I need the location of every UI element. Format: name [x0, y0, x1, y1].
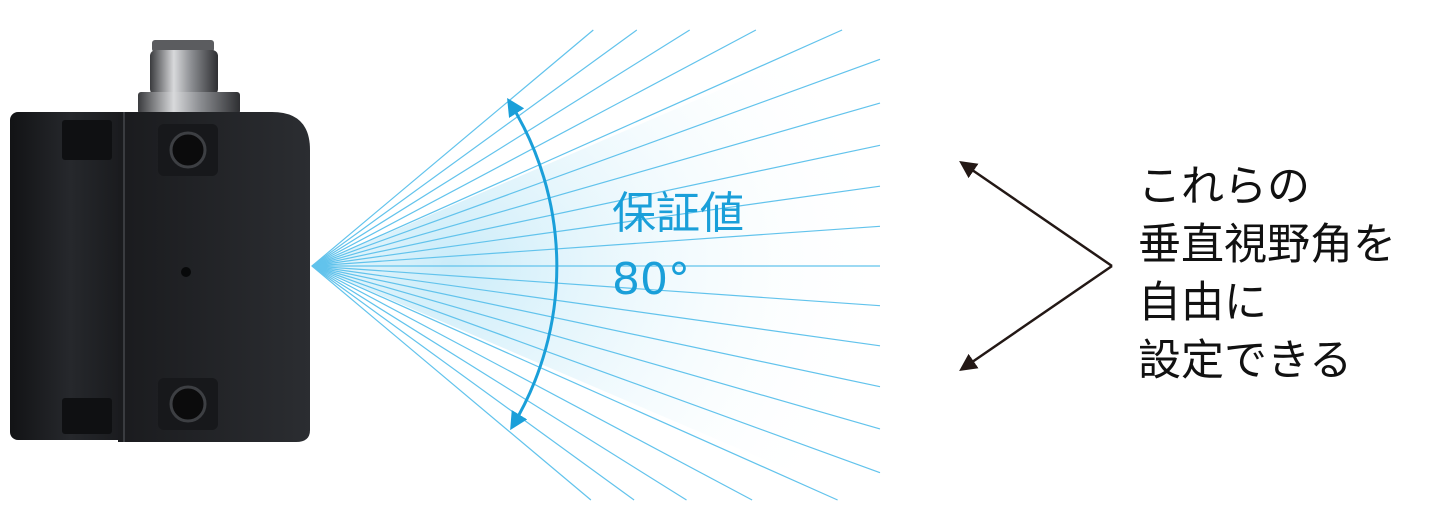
angle-arc-arrow-icon: [507, 97, 559, 431]
description-line-2: 垂直視野角を: [1138, 220, 1396, 270]
fov-ray: [311, 265, 881, 388]
description-line-4: 設定できる: [1138, 336, 1353, 386]
field-of-view-fan: [312, 25, 870, 505]
angle-value: 80°: [612, 254, 690, 305]
fov-ray: [311, 265, 881, 307]
description-line-3: 自由に: [1138, 278, 1267, 328]
field-of-view-rays: [311, 29, 881, 501]
fov-ray: [311, 29, 638, 267]
fov-ray: [311, 265, 881, 347]
fov-ray: [311, 185, 881, 267]
fov-ray: [311, 58, 881, 267]
description-text: これらの 垂直視野角を 自由に 設定できる: [1138, 158, 1396, 390]
description-line-1: これらの: [1138, 162, 1310, 212]
fov-ray: [311, 102, 881, 267]
fov-ray: [311, 265, 687, 501]
fov-ray: [311, 225, 881, 267]
fov-ray: [311, 265, 592, 501]
fov-ray: [311, 265, 635, 501]
fov-ray: [311, 29, 691, 267]
fov-ray: [311, 265, 881, 430]
chevron-arrows-icon: [959, 161, 1113, 371]
fov-ray: [311, 265, 881, 474]
angle-title: 保証値: [612, 188, 744, 239]
fov-ray: [311, 144, 881, 267]
fov-ray: [311, 265, 838, 501]
sensor-device-icon: [10, 40, 310, 442]
fov-ray: [311, 265, 753, 501]
fov-ray: [311, 29, 594, 267]
fov-ray: [311, 29, 843, 267]
